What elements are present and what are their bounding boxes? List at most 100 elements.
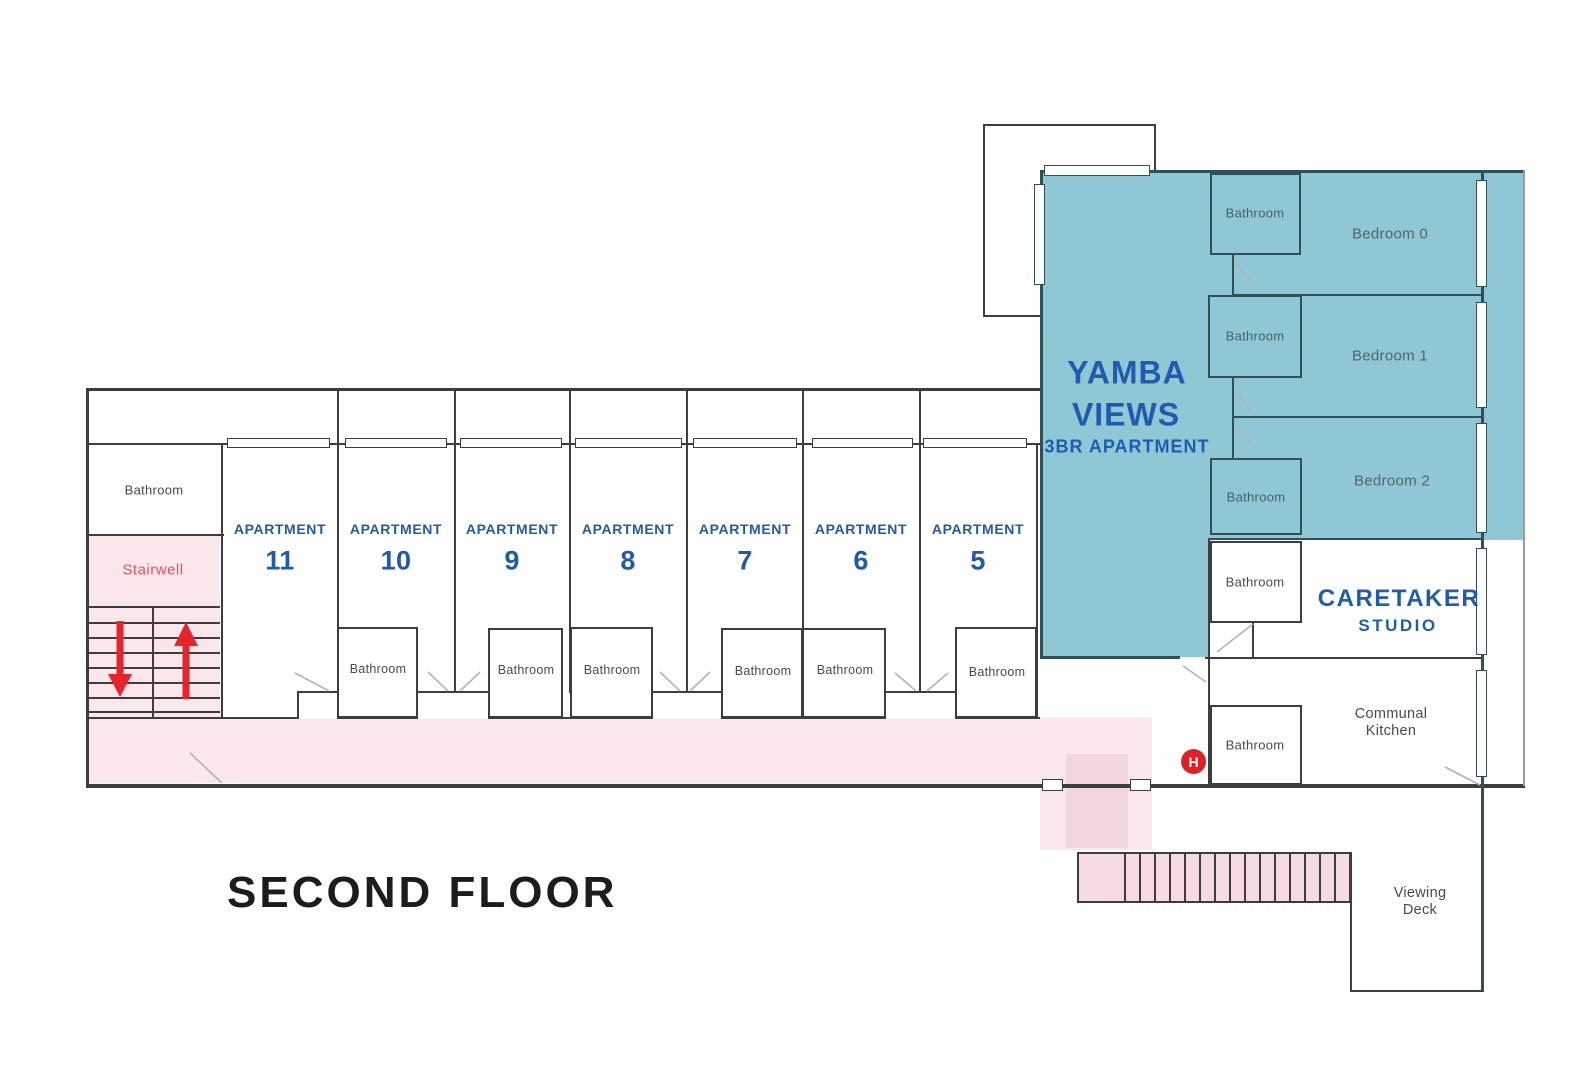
- window: [923, 438, 1027, 448]
- wall: [297, 691, 339, 693]
- bathroom-label: Bathroom: [497, 663, 555, 677]
- wall: [721, 717, 886, 719]
- h-marker-letter: H: [1188, 753, 1199, 770]
- apartment-9-number: 9: [504, 545, 520, 576]
- wall: [86, 388, 1042, 391]
- apartment-7-bathroom: [721, 628, 803, 718]
- wall: [337, 388, 339, 693]
- window: [1044, 165, 1150, 176]
- stair-step: [88, 697, 220, 699]
- yamba-views-lower-block: [1040, 540, 1210, 657]
- bathroom-label: Bathroom: [1225, 574, 1285, 590]
- caretaker-studio-title: CARETAKER: [1317, 585, 1481, 612]
- bathroom-label: Bathroom: [1226, 489, 1286, 505]
- door-threshold: [1130, 779, 1151, 791]
- communal-kitchen-label-line2: Kitchen: [1365, 723, 1417, 739]
- yamba-views-title-line2: VIEWS: [1071, 396, 1181, 433]
- window: [1476, 548, 1487, 655]
- viewing-deck-wall-left: [1350, 852, 1352, 992]
- stairs-divider: [152, 606, 154, 718]
- wall: [488, 717, 653, 719]
- wall: [1232, 416, 1482, 418]
- apartment-10-number: 10: [380, 545, 412, 576]
- viewing-deck-label-line2: Deck: [1402, 902, 1438, 918]
- bedroom-0-label: Bedroom 0: [1351, 225, 1429, 243]
- yamba-bathroom-1: [1208, 295, 1302, 378]
- wall: [86, 717, 298, 719]
- wall: [1040, 170, 1043, 659]
- wall: [221, 443, 223, 719]
- bathroom-label: Bathroom: [1225, 205, 1285, 221]
- window: [227, 438, 330, 448]
- apartment-8-label: APARTMENT: [581, 521, 675, 537]
- outer-edge-line: [1523, 170, 1525, 786]
- wall: [337, 717, 418, 719]
- wall: [955, 717, 1040, 719]
- apartment-9-label: APARTMENT: [465, 521, 559, 537]
- bathroom-label: Bathroom: [1225, 737, 1285, 753]
- bathroom-label: Bathroom: [583, 663, 641, 677]
- wall: [1205, 657, 1482, 659]
- window: [693, 438, 797, 448]
- window: [345, 438, 447, 448]
- bathroom-label: Bathroom: [349, 662, 407, 676]
- caretaker-bathroom: [1210, 541, 1302, 623]
- stair-step: [88, 711, 220, 713]
- stair-step: [88, 637, 220, 639]
- bedroom-1-label: Bedroom 1: [1351, 347, 1429, 365]
- window: [1476, 180, 1487, 287]
- wall: [885, 691, 957, 693]
- stair-step: [88, 622, 220, 624]
- wall: [652, 691, 723, 693]
- apartment-6-number: 6: [853, 545, 869, 576]
- bathroom-label: Bathroom: [1225, 328, 1285, 344]
- yamba-bathroom-0: [1210, 173, 1301, 255]
- apartment-11-number: 11: [265, 545, 295, 576]
- stairwell-label: Stairwell: [122, 561, 184, 579]
- apartment-11-label: APARTMENT: [233, 521, 327, 537]
- apartment-6-label: APARTMENT: [814, 521, 908, 537]
- apartment-7-number: 7: [737, 545, 753, 576]
- window: [460, 438, 562, 448]
- stair-step: [88, 667, 220, 669]
- wall: [1232, 377, 1234, 458]
- wall: [686, 388, 688, 693]
- apartment-8-number: 8: [620, 545, 636, 576]
- wall: [297, 691, 299, 719]
- bedroom-2-label: Bedroom 2: [1353, 472, 1431, 490]
- wall: [1040, 170, 1524, 173]
- wall: [802, 388, 804, 693]
- wall: [86, 534, 224, 536]
- wall: [569, 388, 571, 693]
- stair-step: [88, 682, 220, 684]
- door-threshold: [1042, 779, 1063, 791]
- door-edge: [1252, 623, 1254, 659]
- wall: [86, 443, 1042, 445]
- yamba-views-title-line1: YAMBA: [1067, 354, 1187, 391]
- external-stair-steps: [1124, 854, 1351, 901]
- caretaker-studio-subtitle: STUDIO: [1358, 616, 1438, 635]
- stair-step: [88, 652, 220, 654]
- bathroom-label: Bathroom: [734, 664, 792, 678]
- window: [1476, 423, 1487, 533]
- apartment-7-label: APARTMENT: [698, 521, 792, 537]
- yamba-bathroom-2: [1210, 458, 1302, 535]
- apartment-8-bathroom: [570, 627, 653, 718]
- wall: [417, 691, 490, 693]
- wall: [919, 388, 921, 693]
- wall: [86, 388, 89, 787]
- window: [575, 438, 682, 448]
- wall: [1232, 255, 1234, 296]
- bathroom-label: Bathroom: [968, 665, 1026, 679]
- bathroom-label: Bathroom: [124, 482, 184, 498]
- window: [1476, 302, 1487, 408]
- corridor-fill: [88, 719, 1040, 783]
- yamba-views-subtitle: 3BR APARTMENT: [1044, 436, 1210, 457]
- wall: [1040, 656, 1180, 659]
- communal-kitchen-label-line1: Communal: [1354, 706, 1428, 722]
- viewing-deck-label-line1: Viewing: [1393, 885, 1447, 901]
- apartment-9-bathroom: [488, 628, 563, 718]
- window: [1034, 184, 1045, 285]
- wall: [1232, 294, 1482, 296]
